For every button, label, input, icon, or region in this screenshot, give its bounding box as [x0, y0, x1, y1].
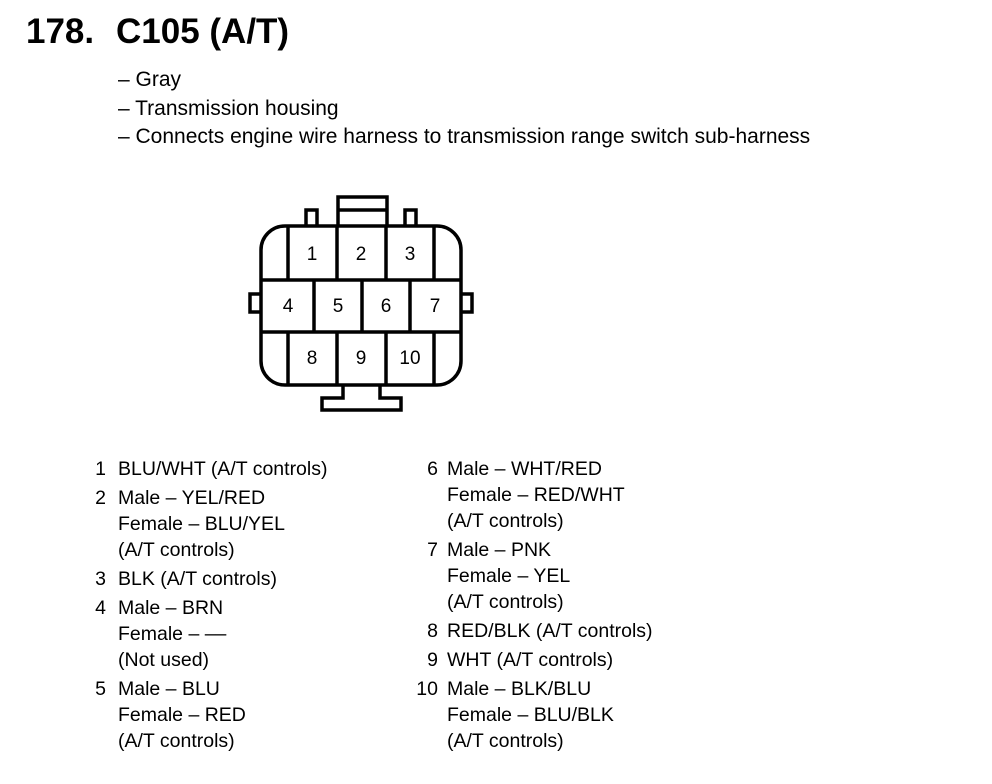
pin-male-wire: Male – BLU: [118, 678, 220, 700]
cavity-label-2: 2: [356, 244, 367, 265]
pin-circuit: (A/T controls): [118, 730, 235, 752]
pin-number: 10: [416, 678, 438, 700]
pin-circuit: (A/T controls): [447, 591, 564, 613]
pin-circuit: (A/T controls): [118, 539, 235, 561]
cavity-label-1: 1: [307, 244, 318, 265]
pin-number: 3: [95, 568, 106, 590]
pin-number: 8: [427, 620, 438, 642]
pin-circuit: (Not used): [118, 649, 210, 671]
pin-female-wire: Female – RED: [118, 704, 246, 726]
pin-male-wire: Male – BRN: [118, 597, 224, 619]
pin-number: 2: [95, 487, 106, 509]
figure-title: 178. C105 (A/T): [26, 12, 289, 52]
pin-number: 6: [427, 458, 438, 480]
pin-entry-3: 3 BLK (A/T controls): [76, 566, 327, 592]
cavity-label-7: 7: [430, 296, 441, 317]
pin-entry-1: 1 BLU/WHT (A/T controls): [76, 456, 327, 482]
connector-id: C105 (A/T): [116, 12, 290, 51]
pin-female-wire: Female – BLU/YEL: [118, 513, 285, 535]
pin-description: BLU/WHT (A/T controls): [118, 458, 328, 480]
connector-bottom-tab: [320, 385, 403, 412]
note-location: – Transmission housing: [118, 96, 339, 120]
pinout-left-column: 1 BLU/WHT (A/T controls) 2 Male – YEL/RE…: [76, 456, 327, 754]
pin-female-wire: Female – ––: [118, 623, 227, 645]
pin-circuit: (A/T controls): [447, 510, 564, 532]
pinout-right-column: 6 Male – WHT/RED Female – RED/WHT (A/T c…: [408, 456, 653, 754]
pin-male-wire: Male – PNK: [447, 539, 552, 561]
pin-female-wire: Female – RED/WHT: [447, 484, 625, 506]
pin-entry-2: 2 Male – YEL/RED Female – BLU/YEL (A/T c…: [76, 485, 327, 563]
pin-description: WHT (A/T controls): [447, 649, 614, 671]
pin-entry-10: 10 Male – BLK/BLU Female – BLU/BLK (A/T …: [408, 676, 653, 754]
pin-male-wire: Male – YEL/RED: [118, 487, 266, 509]
note-color: – Gray: [118, 68, 182, 91]
pin-female-wire: Female – BLU/BLK: [447, 704, 614, 726]
cavity-label-8: 8: [307, 348, 318, 369]
cavity-label-10: 10: [399, 348, 420, 369]
pin-male-wire: Male – BLK/BLU: [447, 678, 592, 700]
cavity-label-5: 5: [333, 296, 344, 317]
pin-entry-4: 4 Male – BRN Female – –– (Not used): [76, 595, 327, 673]
pin-male-wire: Male – WHT/RED: [447, 458, 602, 480]
pin-entry-9: 9 WHT (A/T controls): [408, 647, 653, 673]
pin-number: 5: [95, 678, 106, 700]
pin-entry-8: 8 RED/BLK (A/T controls): [408, 618, 653, 644]
cavity-label-9: 9: [356, 348, 367, 369]
note-connection: – Connects engine wire harness to transm…: [118, 125, 811, 148]
pin-entry-5: 5 Male – BLU Female – RED (A/T controls): [76, 676, 327, 754]
pin-number: 9: [427, 649, 438, 671]
pin-number: 1: [95, 458, 106, 480]
pin-description: BLK (A/T controls): [118, 568, 277, 590]
pin-circuit: (A/T controls): [447, 730, 564, 752]
connector-right-peg: [403, 208, 418, 226]
cavity-label-6: 6: [381, 296, 392, 317]
cavity-label-4: 4: [283, 296, 294, 317]
pin-number: 4: [95, 597, 106, 619]
connector-left-ear: [248, 292, 262, 314]
cavity-label-3: 3: [405, 244, 416, 265]
pin-entry-6: 6 Male – WHT/RED Female – RED/WHT (A/T c…: [408, 456, 653, 534]
pin-number: 7: [427, 539, 438, 561]
connector-right-ear: [460, 292, 474, 314]
connector-housing: [259, 224, 463, 387]
connector-left-peg: [304, 208, 319, 226]
connector-notes: – Gray – Transmission housing – Connects…: [118, 66, 810, 152]
figure-number: 178.: [26, 12, 95, 51]
pin-entry-7: 7 Male – PNK Female – YEL (A/T controls): [408, 537, 653, 615]
pin-female-wire: Female – YEL: [447, 565, 571, 587]
pin-description: RED/BLK (A/T controls): [447, 620, 653, 642]
